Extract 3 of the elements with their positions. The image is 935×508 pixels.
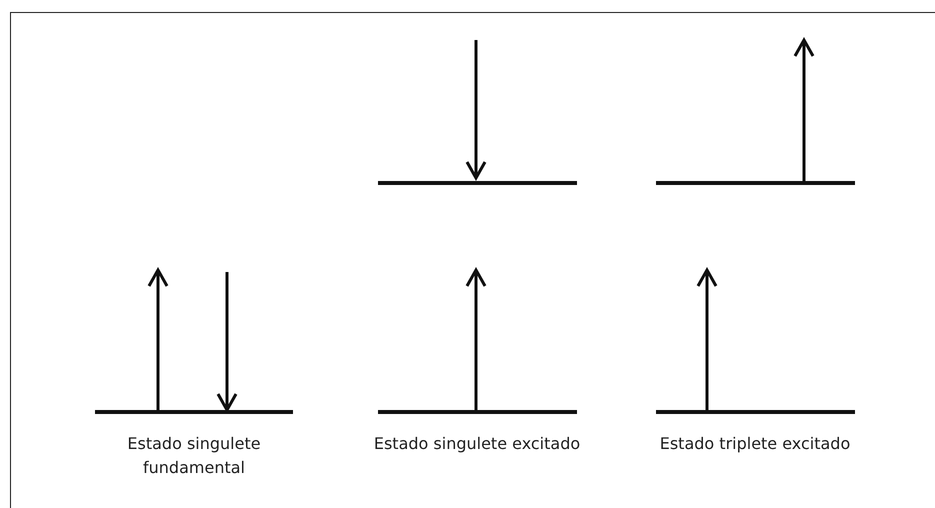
state-caption: Estado triplete excitado bbox=[658, 433, 852, 455]
state-caption: Estado singulete excitado bbox=[372, 433, 582, 455]
state-caption: Estado singulete fundamental bbox=[126, 433, 262, 479]
